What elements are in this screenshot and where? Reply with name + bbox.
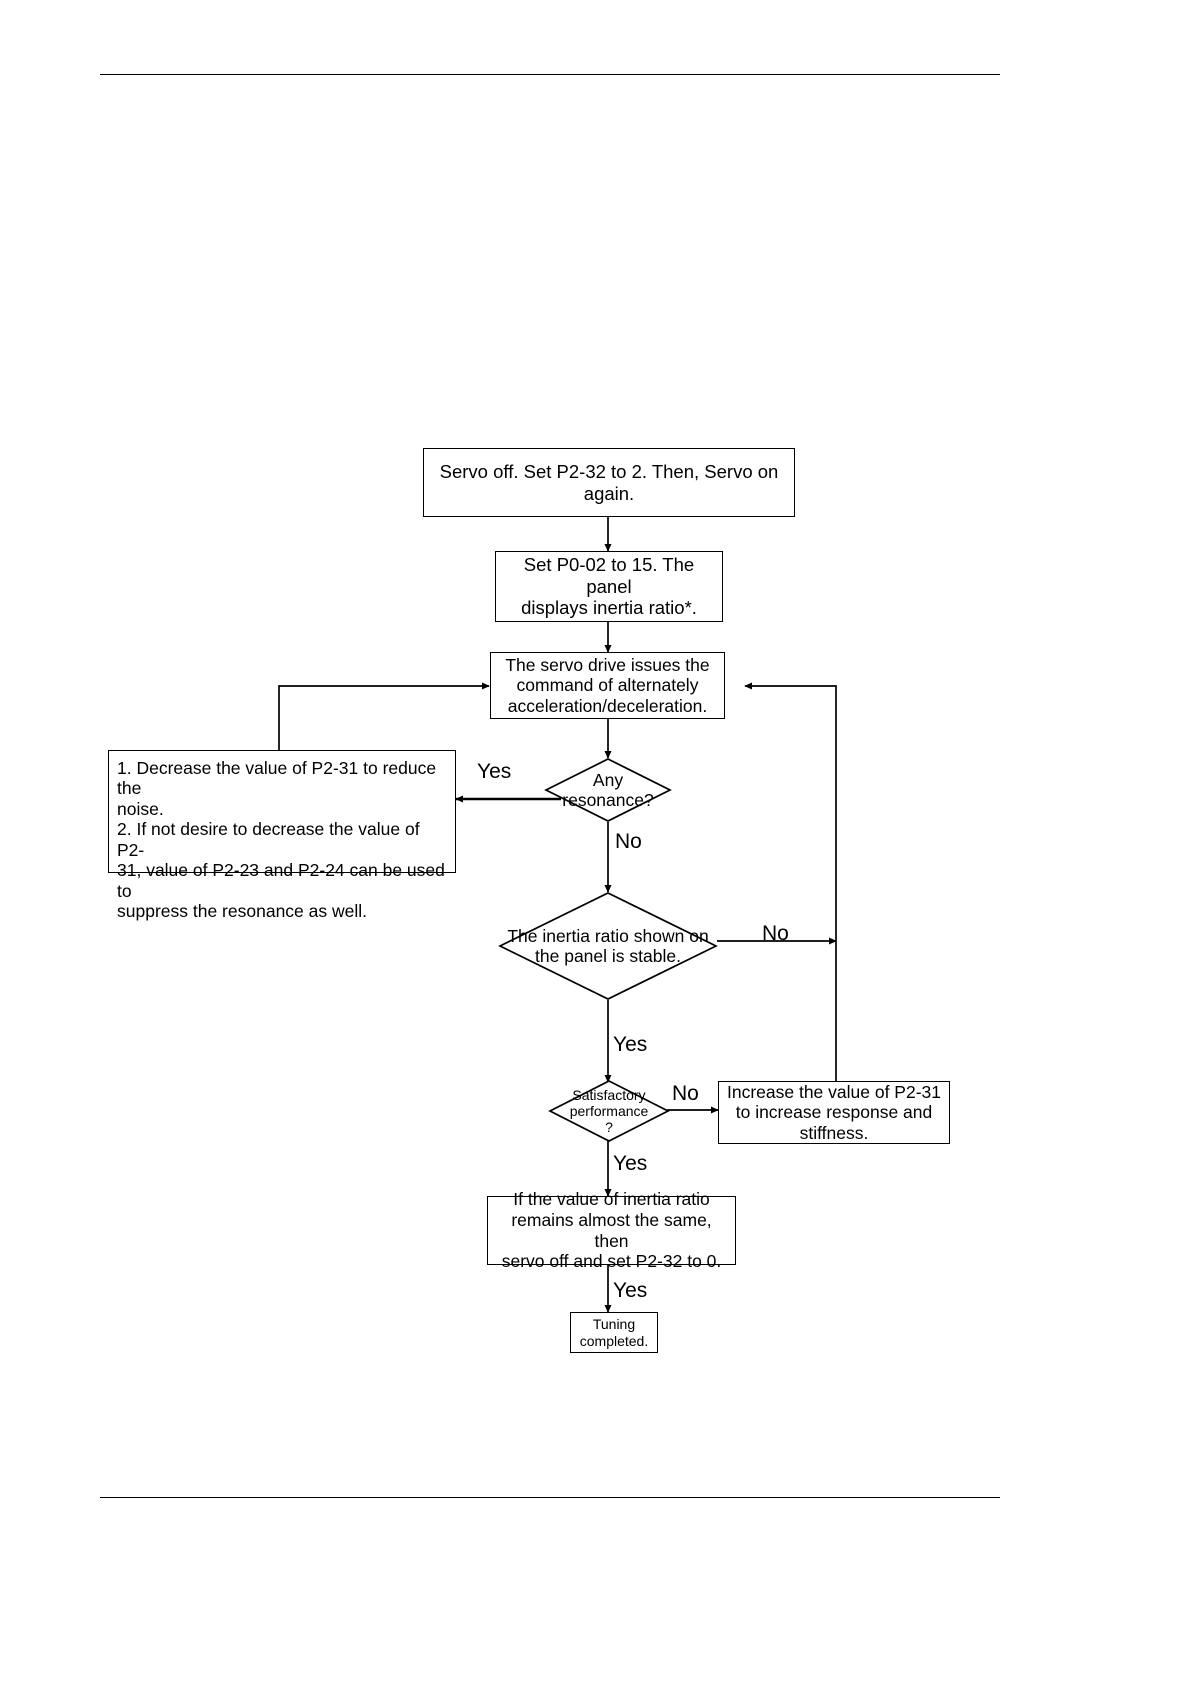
node-issue-command-line3: acceleration/deceleration.	[507, 695, 708, 716]
edge-label-resonance-no-text: No	[615, 830, 642, 853]
edge-label-satisfactory-no-text: No	[672, 1082, 699, 1105]
edge-label-satisfactory-yes-text: Yes	[613, 1152, 648, 1175]
footer-rule	[100, 1497, 1000, 1498]
edge-label-resonance-no: No	[615, 830, 642, 854]
node-issue-command: The servo drive issues the command of al…	[490, 652, 725, 719]
edge-note-back-to-issue	[278, 682, 490, 750]
node-increase-p2-31-line2: to increase response and	[735, 1102, 933, 1123]
node-issue-command-line2: command of alternately	[516, 675, 699, 696]
node-servo-off-text: Servo off. Set P2-32 to 2. Then, Servo o…	[439, 460, 779, 504]
node-servo-off: Servo off. Set P2-32 to 2. Then, Servo o…	[423, 448, 795, 517]
node-resonance-note-line3: 2. If not desire to decrease the value o…	[117, 819, 420, 860]
node-increase-p2-31-line1: Increase the value of P2-31	[726, 1081, 942, 1102]
node-increase-p2-31-line3: stiffness.	[799, 1122, 869, 1143]
node-any-resonance: Any resonance?	[544, 758, 672, 822]
node-increase-p2-31: Increase the value of P2-31 to increase …	[718, 1081, 950, 1144]
node-inertia-stable: The inertia ratio shown on the panel is …	[498, 892, 718, 1000]
edge-label-final-yes-text: Yes	[613, 1279, 648, 1302]
node-satisfactory-performance: Satisfactory performance ?	[548, 1080, 670, 1142]
node-resonance-note: 1. Decrease the value of P2-31 to reduce…	[108, 750, 456, 921]
node-tuning-completed-line1: Tuning	[592, 1315, 636, 1332]
edge-label-final-yes: Yes	[613, 1279, 647, 1303]
edge-label-resonance-yes: Yes	[477, 760, 511, 784]
header-rule	[100, 74, 1000, 75]
edge-inertia-no-up-to-issue	[744, 682, 837, 941]
node-resonance-note-line1: 1. Decrease the value of P2-31 to reduce…	[117, 758, 437, 799]
node-final-check-line2: remains almost the same, then	[511, 1209, 712, 1251]
node-resonance-note-line4: 31, value of P2-23 and P2-24 can be used…	[117, 860, 445, 901]
edge-label-inertia-no: No	[762, 922, 789, 946]
node-issue-command-line1: The servo drive issues the	[505, 654, 710, 675]
node-final-check-line3: servo off and set P2-32 to 0.	[501, 1251, 722, 1272]
node-resonance-note-line5: suppress the resonance as well.	[117, 901, 367, 922]
node-set-p0-02-line1: Set P0-02 to 15. The panel	[523, 553, 695, 597]
node-resonance-note-line2: noise.	[117, 798, 164, 819]
edge-label-inertia-yes: Yes	[613, 1033, 647, 1057]
edge-label-inertia-no-text: No	[762, 922, 789, 945]
node-final-check: If the value of inertia ratio remains al…	[487, 1189, 736, 1271]
edge-label-satisfactory-no: No	[672, 1082, 699, 1106]
node-tuning-completed: Tuning completed.	[570, 1312, 658, 1353]
edge-label-resonance-yes-text: Yes	[477, 760, 512, 783]
node-set-p0-02-line2: displays inertia ratio*.	[521, 597, 697, 619]
edge-label-inertia-yes-text: Yes	[613, 1033, 648, 1056]
node-set-p0-02: Set P0-02 to 15. The panel displays iner…	[495, 551, 723, 622]
node-final-check-line1: If the value of inertia ratio	[513, 1189, 710, 1210]
node-tuning-completed-line2: completed.	[579, 1332, 649, 1349]
edge-label-satisfactory-yes: Yes	[613, 1152, 647, 1176]
